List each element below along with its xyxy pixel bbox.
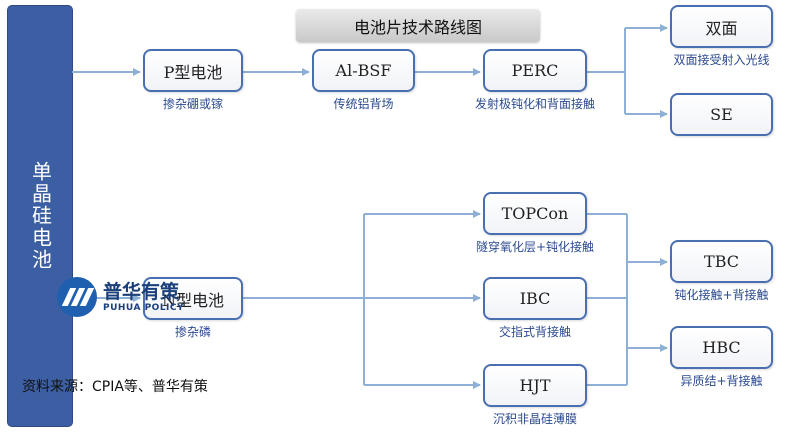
node-perc: PERC xyxy=(483,49,587,92)
watermark-logo: 普华有策 PUHUA POLICY xyxy=(57,274,187,320)
node-hbc: HBC xyxy=(670,326,773,369)
node-se-label: SE xyxy=(710,105,733,124)
logo-text-cn: 普华有策 xyxy=(103,281,180,303)
logo-mark-icon xyxy=(57,277,97,317)
node-bifacial: 双面 xyxy=(670,5,773,48)
node-al-bsf-desc: 传统铝背场 xyxy=(333,97,394,111)
node-p-type-desc: 掺杂硼或镓 xyxy=(162,97,223,111)
node-n-type-cell: N型电池 xyxy=(143,277,243,320)
node-al-bsf: Al-BSF xyxy=(312,49,415,92)
diagram-title: 电池片技术路线图 xyxy=(296,9,540,42)
node-bifacial-label: 双面 xyxy=(705,18,738,38)
node-topcon: TOPCon xyxy=(483,192,587,235)
node-se: SE xyxy=(670,93,773,136)
node-topcon-label: TOPCon xyxy=(501,204,569,223)
node-p-type-cell: P型电池 xyxy=(143,49,243,92)
node-n-type-label: N型电池 xyxy=(161,290,224,310)
node-hjt-desc: 沉积非晶硅薄膜 xyxy=(492,412,577,426)
node-topcon-desc: 隧穿氧化层+钝化接触 xyxy=(475,240,595,254)
logo-text-en: PUHUA POLICY xyxy=(103,303,185,313)
source-note: 资料来源：CPIA等、普华有策 xyxy=(22,379,208,395)
node-ibc-label: IBC xyxy=(519,289,551,308)
node-hbc-desc: 异质结+背接触 xyxy=(680,374,763,388)
node-p-type-label: P型电池 xyxy=(163,62,223,82)
node-tbc: TBC xyxy=(670,240,773,283)
node-al-bsf-label: Al-BSF xyxy=(335,61,392,80)
node-ibc-desc: 交指式背接触 xyxy=(498,325,571,339)
node-tbc-label: TBC xyxy=(704,252,739,271)
node-hjt: HJT xyxy=(483,364,587,407)
node-tbc-desc: 钝化接触+背接触 xyxy=(674,288,769,302)
root-node-monocrystalline: 单晶硅电池 xyxy=(7,5,73,427)
node-n-type-desc: 掺杂磷 xyxy=(174,325,211,339)
node-hbc-label: HBC xyxy=(702,338,741,357)
node-ibc: IBC xyxy=(483,277,587,320)
node-perc-label: PERC xyxy=(511,61,559,80)
node-perc-desc: 发射极钝化和背面接触 xyxy=(474,97,595,111)
node-bifacial-desc: 双面接受射入光线 xyxy=(673,53,770,67)
node-hjt-label: HJT xyxy=(519,376,551,395)
